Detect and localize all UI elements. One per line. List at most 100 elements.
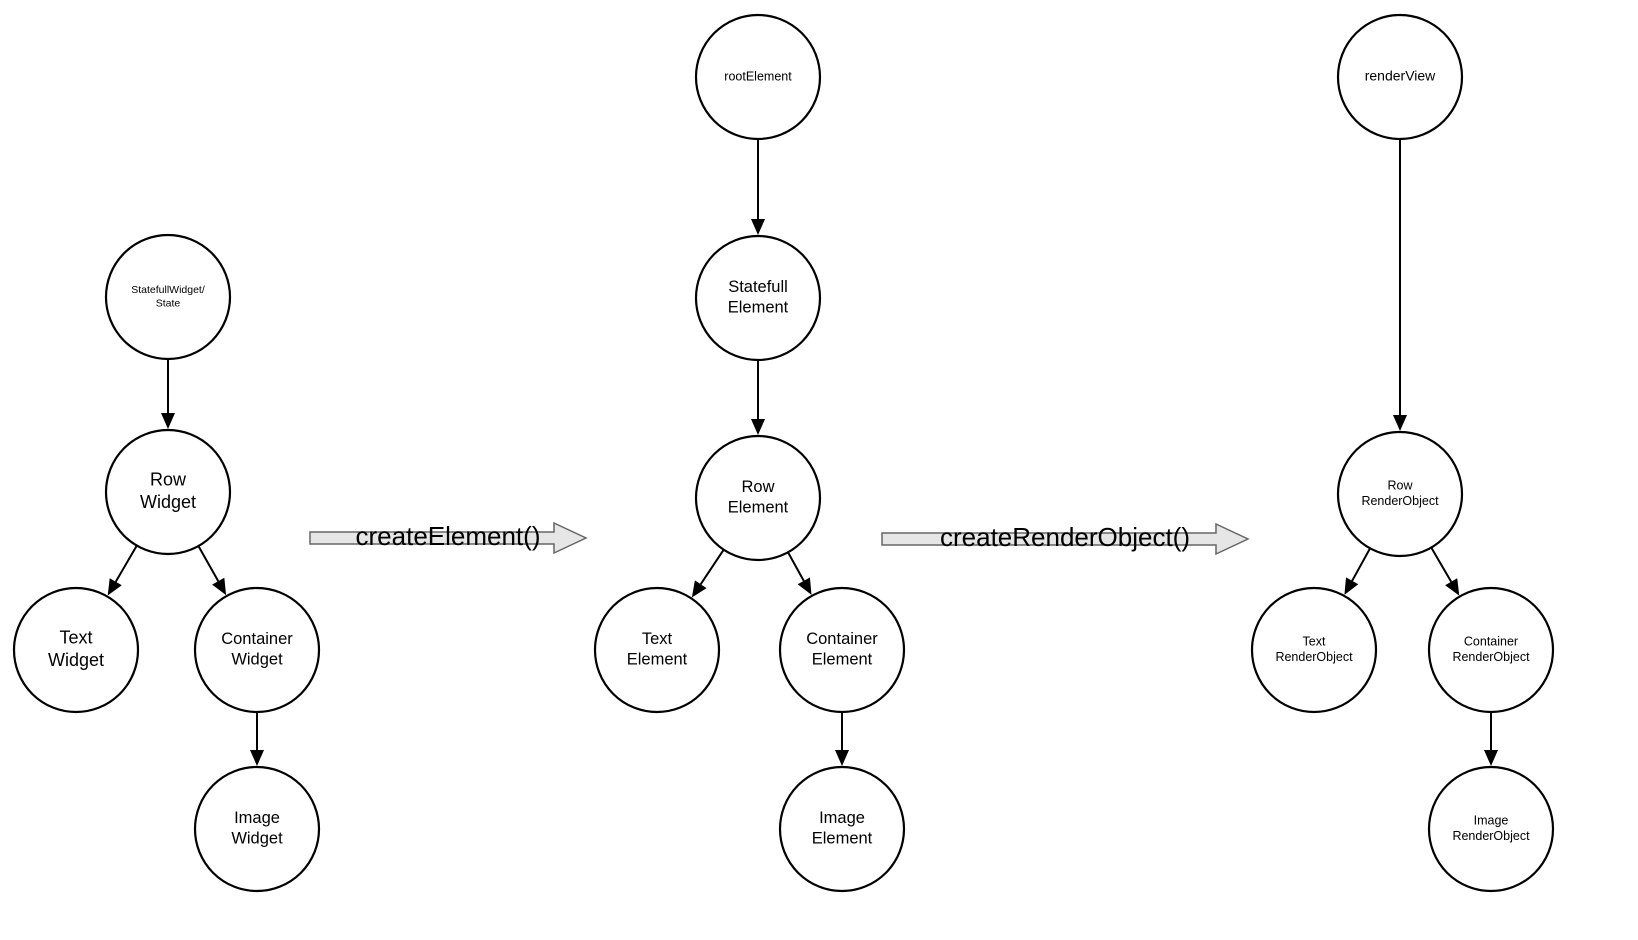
edge-line [699, 549, 725, 585]
node-statefull-widget: StatefullWidget/State [104, 233, 232, 361]
create-element-arrow-shape [309, 521, 588, 555]
edge-line [787, 551, 805, 582]
arrowhead [1393, 415, 1407, 431]
node-circle [12, 586, 140, 714]
node-label-line: renderView [1365, 68, 1436, 84]
node-label-line: Element [812, 830, 873, 848]
create-render-object-arrow-shape [881, 522, 1250, 556]
edge-container-element-to-image-element [835, 712, 849, 766]
node-label-line: Container [806, 630, 878, 648]
node-label-line: State [156, 297, 181, 309]
edge-row-widget-to-text-widget [107, 545, 138, 596]
edge-line [1351, 547, 1371, 582]
arrowhead [797, 577, 812, 595]
arrowhead [835, 750, 849, 766]
arrowhead [212, 577, 227, 596]
node-circle [1336, 430, 1464, 558]
node-label-line: Row [150, 470, 187, 490]
edge-line [1430, 547, 1453, 583]
node-label-line: Element [728, 299, 789, 317]
node-label-line: Row [741, 478, 774, 496]
edge-row-renderobject-to-text-renderobject [1344, 547, 1371, 595]
node-label-line: RenderObject [1275, 650, 1353, 664]
create-element-arrow: createElement() [309, 521, 588, 555]
arrowhead [751, 419, 765, 435]
node-circle [778, 765, 906, 893]
node-root-element: rootElement [694, 13, 822, 141]
transforms-layer: createElement() createRenderObject() [309, 521, 1250, 556]
node-circle [1250, 586, 1378, 714]
node-circle [593, 586, 721, 714]
edge-statefull-widget-to-row-widget [161, 359, 175, 429]
node-label-line: RenderObject [1452, 829, 1530, 843]
edge-root-element-to-statefull-element [751, 139, 765, 235]
edge-row-renderobject-to-container-renderobject [1430, 547, 1460, 596]
edge-container-widget-to-image-widget [250, 712, 264, 766]
node-label-line: Statefull [728, 278, 788, 296]
node-label-line: Element [728, 499, 789, 517]
node-circle [778, 586, 906, 714]
node-circle [694, 434, 822, 562]
node-label-line: Text [642, 630, 673, 648]
render-tree: renderViewRowRenderObjectTextRenderObjec… [1250, 13, 1555, 893]
node-label-line: rootElement [724, 69, 792, 83]
node-label-line: RenderObject [1361, 494, 1439, 508]
edge-line [197, 545, 220, 582]
node-label-line: Widget [140, 492, 196, 512]
edge-row-element-to-text-element [691, 549, 725, 598]
edge-line [114, 545, 138, 583]
node-circle [193, 765, 321, 893]
node-label-line: Widget [231, 830, 283, 848]
arrowhead [691, 580, 707, 598]
node-circle [193, 586, 321, 714]
arrowhead [1344, 577, 1359, 595]
node-label-line: Container [1464, 634, 1518, 648]
node-label-line: RenderObject [1452, 650, 1530, 664]
node-render-view: renderView [1336, 13, 1464, 141]
edge-row-element-to-container-element [787, 551, 812, 595]
node-label-line: Image [234, 809, 280, 827]
node-circle [104, 428, 232, 556]
arrowhead [1445, 578, 1460, 596]
node-circle [1427, 765, 1555, 893]
arrowhead [751, 219, 765, 235]
edges-layer [107, 139, 1498, 766]
node-label-line: Container [221, 630, 293, 648]
create-render-object-arrow: createRenderObject() [881, 522, 1250, 556]
node-label-line: Row [1387, 478, 1413, 492]
node-label-line: Image [1474, 813, 1509, 827]
node-label-line: Text [1303, 634, 1326, 648]
edge-statefull-element-to-row-element [751, 360, 765, 435]
node-circle [694, 234, 822, 362]
edge-container-renderobject-to-image-renderobject [1484, 712, 1498, 766]
edge-row-widget-to-container-widget [197, 545, 227, 596]
node-label-line: Element [627, 651, 688, 669]
node-label-line: Element [812, 651, 873, 669]
node-label-line: StatefullWidget/ [131, 284, 205, 296]
node-circle [104, 233, 232, 361]
arrowhead [161, 413, 175, 429]
edge-render-view-to-row-renderobject [1393, 139, 1407, 431]
nodes-layer: StatefullWidget/StateRowWidgetTextWidget… [12, 13, 1555, 893]
widget-tree: StatefullWidget/StateRowWidgetTextWidget… [12, 233, 321, 893]
node-circle [1336, 13, 1464, 141]
node-label-line: Widget [231, 651, 283, 669]
arrowhead [1484, 750, 1498, 766]
node-label-line: Text [59, 628, 92, 648]
arrowhead [107, 578, 122, 596]
arrowhead [250, 750, 264, 766]
create-render-object-label: createRenderObject() [940, 522, 1190, 552]
